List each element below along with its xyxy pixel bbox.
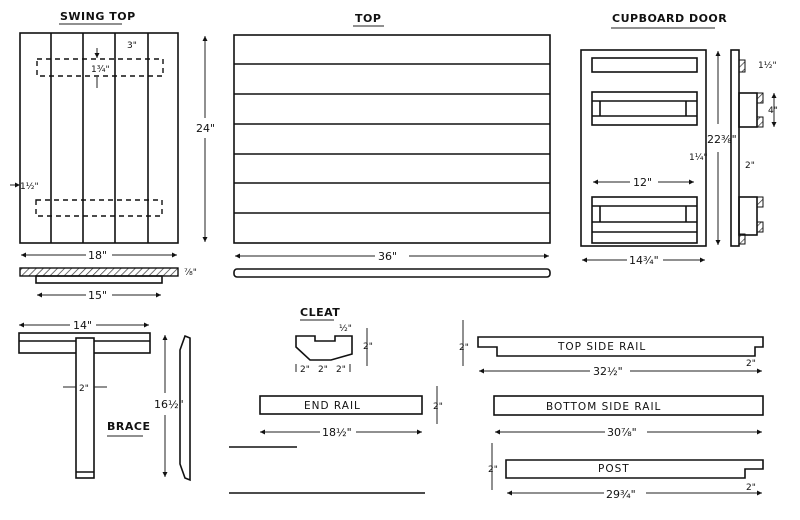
end-rail-label: END RAIL bbox=[304, 400, 361, 412]
dim-cleat-height: 2" bbox=[363, 342, 373, 352]
top-side-rail-label: TOP SIDE RAIL bbox=[557, 341, 646, 353]
hidden-cleat-bottom bbox=[35, 199, 163, 217]
dim-cleat-width: 1¾" bbox=[91, 65, 110, 75]
swing-top-drawing: SWING TOP 3" 1¾" 1½" 24" 18" ⅞" 15" bbox=[10, 10, 216, 302]
top-title: TOP bbox=[355, 12, 381, 25]
dim-end-rail-height: 2" bbox=[433, 402, 443, 412]
dim-brace-post-width: 2" bbox=[79, 384, 89, 394]
door-side-view bbox=[730, 49, 740, 247]
top-drawing: TOP 36" bbox=[233, 12, 551, 278]
dim-door-side-gap: 2" bbox=[745, 161, 755, 171]
dim-top-width: 36" bbox=[378, 250, 397, 263]
dim-bottom-side-rail-length: 30⅞" bbox=[607, 426, 637, 439]
bottom-side-rail-label: BOTTOM SIDE RAIL bbox=[546, 401, 661, 413]
end-rail bbox=[259, 395, 423, 415]
dim-thickness: ⅞" bbox=[184, 268, 197, 278]
brace-title: BRACE bbox=[107, 420, 150, 433]
swing-top-panel bbox=[19, 32, 179, 244]
dim-cleat-offset: 3" bbox=[127, 41, 137, 51]
dim-cleat-seg3: 2" bbox=[336, 365, 346, 375]
dim-top-side-rail-length: 32½" bbox=[593, 365, 623, 378]
post bbox=[505, 459, 764, 479]
top-panel bbox=[233, 34, 551, 244]
dim-door-side-top: 1½" bbox=[758, 61, 777, 71]
cupboard-door-drawing: CUPBOARD DOOR 22⅜" 1¼" 12" 14¾" 1½" 4" bbox=[580, 12, 778, 267]
dim-post-notch: 2" bbox=[746, 483, 756, 493]
dim-post-height: 2" bbox=[488, 465, 498, 475]
brace-side-view bbox=[179, 334, 191, 482]
dim-door-height: 22⅜" bbox=[707, 133, 737, 146]
dim-top-side-rail-notch: 2" bbox=[746, 359, 756, 369]
post-drawing: POST 2" 2" 29¾" bbox=[488, 443, 764, 501]
brace-post bbox=[75, 337, 95, 479]
dim-end-rail-length: 18½" bbox=[322, 426, 352, 439]
dim-swing-top-width: 18" bbox=[88, 249, 107, 262]
top-edge-view bbox=[233, 268, 551, 278]
dim-door-edge-gap: 1¼" bbox=[689, 153, 708, 163]
swing-top-title: SWING TOP bbox=[60, 10, 136, 23]
top-side-rail bbox=[477, 336, 764, 357]
cupboard-door-title: CUPBOARD DOOR bbox=[612, 12, 727, 25]
end-rail-drawing: END RAIL 2" 18½" bbox=[229, 386, 443, 494]
cleat-profile bbox=[295, 335, 353, 361]
cleat-title: CLEAT bbox=[300, 306, 340, 319]
dim-swing-top-height: 24" bbox=[196, 122, 215, 135]
dim-post-length: 29¾" bbox=[606, 488, 636, 501]
dim-cleat-length: 15" bbox=[88, 289, 107, 302]
cleat-drawing: CLEAT ½" 2" 2" 2" 2" bbox=[295, 306, 373, 375]
dim-brace-width: 14" bbox=[73, 319, 92, 332]
dim-door-width: 14¾" bbox=[629, 254, 659, 267]
dim-edge-offset: 1½" bbox=[20, 182, 39, 192]
dim-brace-height: 16½" bbox=[154, 398, 184, 411]
door-panel bbox=[580, 49, 707, 247]
swing-top-section bbox=[19, 267, 179, 277]
bottom-side-rail-drawing: BOTTOM SIDE RAIL 30⅞" bbox=[493, 395, 764, 439]
dim-top-side-rail-height: 2" bbox=[459, 343, 469, 353]
top-side-rail-drawing: TOP SIDE RAIL 2" 32½" 2" bbox=[459, 320, 764, 378]
post-label: POST bbox=[598, 463, 630, 475]
hidden-cleat-top bbox=[36, 58, 164, 77]
dim-cleat-seg1: 2" bbox=[300, 365, 310, 375]
dim-cleat-notch: ½" bbox=[339, 324, 352, 334]
bottom-side-rail bbox=[493, 395, 764, 416]
brace-drawing: 14" 2" 16½" BRACE bbox=[18, 317, 191, 482]
dim-door-side-block: 4" bbox=[768, 106, 778, 116]
dim-cleat-seg2: 2" bbox=[318, 365, 328, 375]
dim-door-inner-width: 12" bbox=[633, 176, 652, 189]
